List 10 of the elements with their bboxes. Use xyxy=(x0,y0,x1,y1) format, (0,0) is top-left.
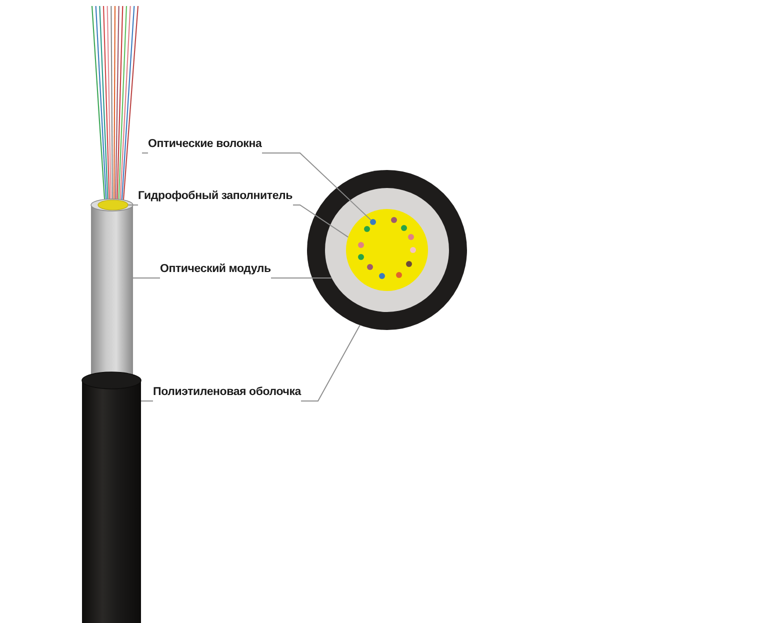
part-label: Оптический модуль xyxy=(160,262,271,276)
leader-line xyxy=(128,204,138,206)
leader-line xyxy=(142,152,148,154)
leader-line xyxy=(292,204,349,238)
leader-line xyxy=(300,324,360,402)
part-label: Гидрофобный заполнитель xyxy=(138,189,292,203)
leader-line xyxy=(262,152,372,220)
part-label: Оптические волокна xyxy=(148,137,262,151)
part-label: Полиэтиленовая оболочка xyxy=(153,385,302,399)
leader-line xyxy=(140,400,154,402)
